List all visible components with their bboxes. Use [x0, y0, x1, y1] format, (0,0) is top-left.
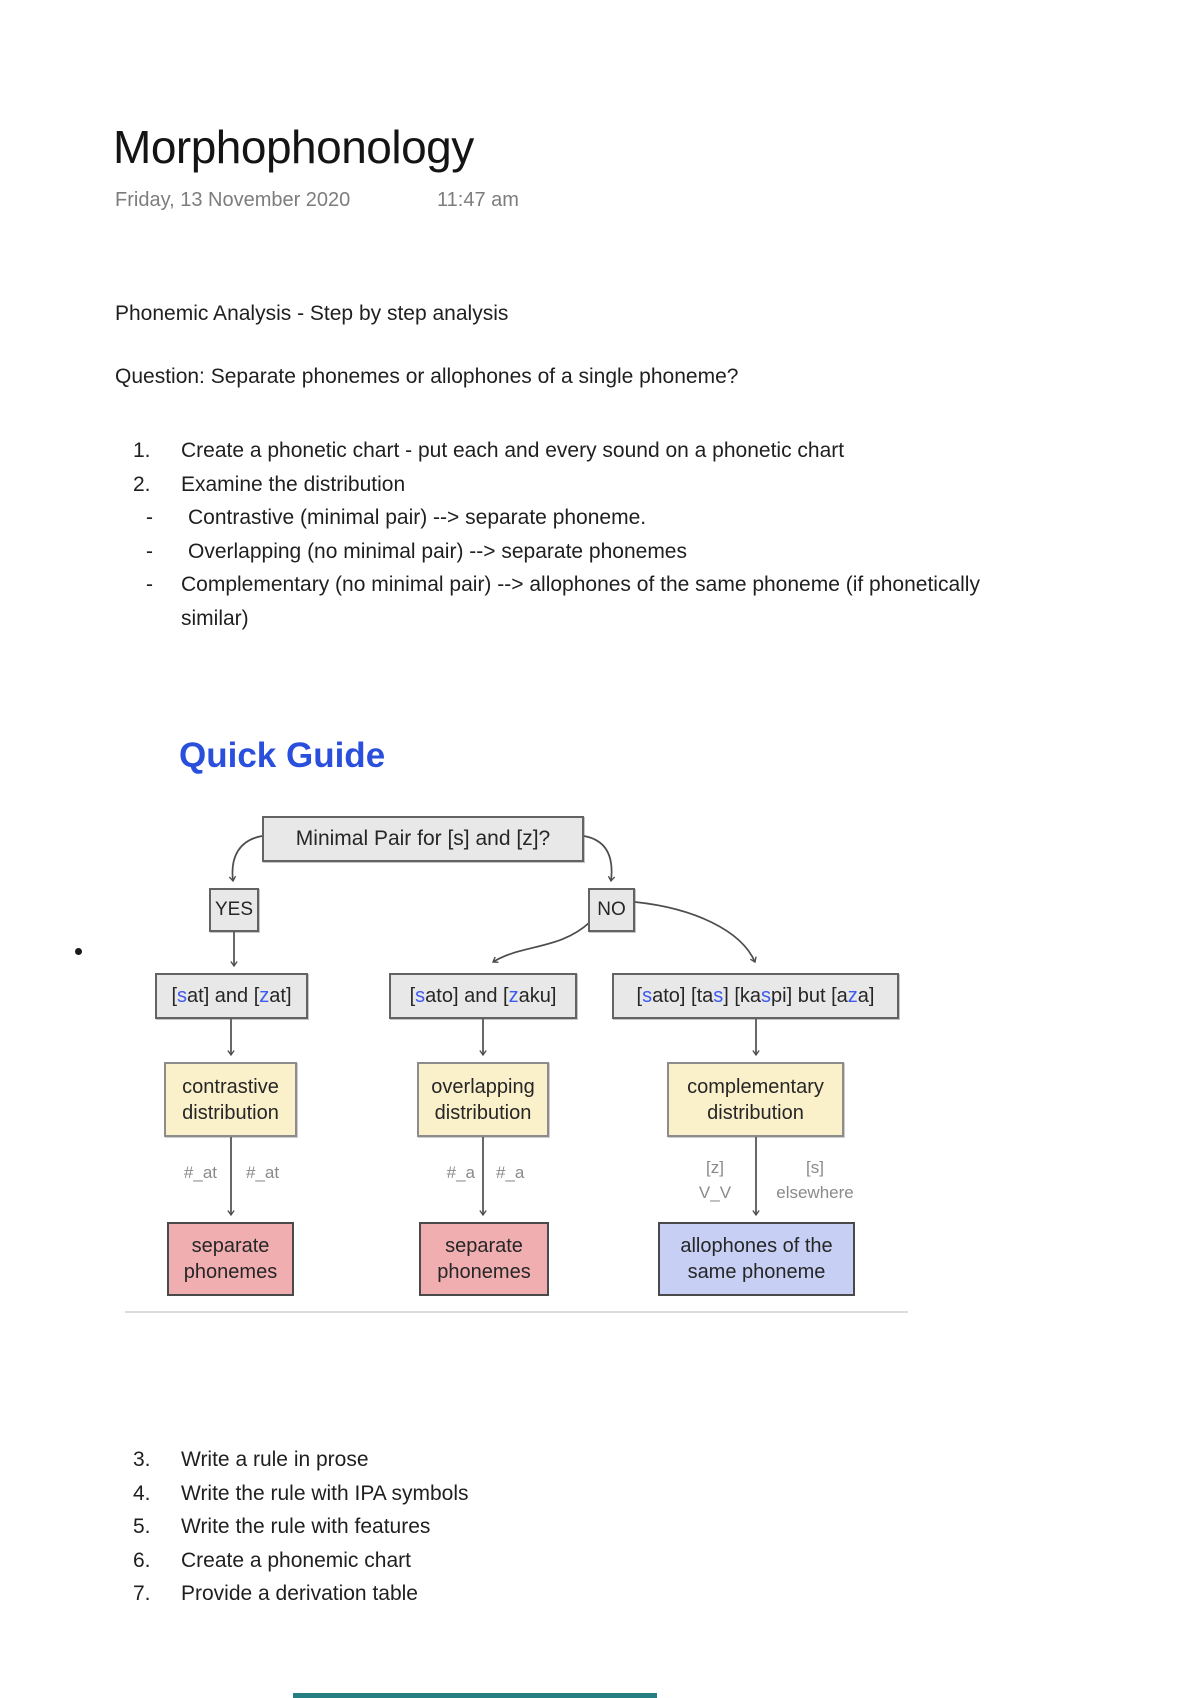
list-marker: 3.: [133, 1448, 151, 1471]
box-line: separate: [445, 1235, 523, 1257]
list-text: similar): [181, 606, 249, 630]
list-text: Write a rule in prose: [181, 1448, 369, 1471]
box-line: complementary: [687, 1075, 824, 1098]
list-marker: 5.: [133, 1515, 151, 1538]
list-item: 7. Provide a derivation table: [115, 1577, 915, 1611]
list-item: 6. Create a phonemic chart: [115, 1544, 915, 1578]
question-text: Question: Separate phonemes or allophone…: [115, 365, 739, 388]
flowchart-complementary-distribution: complementary distribution: [667, 1062, 844, 1137]
environment-label: [s] elsewhere: [770, 1155, 860, 1205]
list-marker: 7.: [133, 1582, 151, 1605]
arrow-root-to-no: [583, 835, 616, 883]
box-line: same phoneme: [687, 1261, 826, 1283]
flowchart-overlapping-distribution: overlapping distribution: [417, 1062, 549, 1137]
box-line: overlapping: [431, 1075, 535, 1098]
list-marker: 1.: [133, 439, 151, 462]
list-text: Overlapping (no minimal pair) --> separa…: [188, 539, 687, 563]
list-item: 1. Create a phonetic chart - put each an…: [115, 434, 1200, 468]
environment-label: #_a: [496, 1163, 525, 1182]
flowchart-result-allophones: allophones of the same phoneme: [658, 1222, 855, 1296]
list-item: - Complementary (no minimal pair) --> al…: [115, 568, 1200, 602]
list-item-continued: similar): [115, 602, 1200, 636]
box-line: phonemes: [183, 1261, 278, 1283]
list-text: Examine the distribution: [181, 472, 406, 496]
list-item: - Overlapping (no minimal pair) --> sepa…: [115, 535, 1200, 569]
flowchart-yes-node: YES: [209, 888, 259, 932]
list-marker: 4.: [133, 1481, 151, 1505]
flowchart-no-node: NO: [588, 888, 635, 932]
env-line: elsewhere: [776, 1183, 854, 1202]
list-text: Write the rule with features: [181, 1515, 431, 1538]
note-time: 11:47 am: [437, 189, 519, 211]
list-item: - Contrastive (minimal pair) --> separat…: [115, 501, 1200, 535]
box-line: distribution: [434, 1101, 532, 1124]
flowchart-result-separate-phonemes-2: separate phonemes: [419, 1222, 549, 1296]
box-line: separate: [191, 1235, 270, 1257]
list-text: Create a phonemic chart: [181, 1548, 411, 1572]
arrow-no-to-example2: [491, 921, 591, 963]
list-text: Create a phonetic chart - put each and e…: [181, 439, 845, 462]
environment-label: [z] V_V: [680, 1155, 750, 1205]
environment-label: #_at: [183, 1163, 217, 1182]
box-line: contrastive: [182, 1075, 279, 1098]
section-heading: Phonemic Analysis - Step by step analysi…: [115, 302, 509, 325]
env-line: [s]: [806, 1158, 824, 1177]
list-item: 2. Examine the distribution: [115, 468, 1200, 502]
flowchart-contrastive-distribution: contrastive distribution: [164, 1062, 297, 1137]
list-item: 4. Write the rule with IPA symbols: [115, 1477, 915, 1511]
list-item: 3. Write a rule in prose: [115, 1443, 915, 1477]
list-marker: -: [146, 573, 153, 596]
box-line: distribution: [707, 1101, 804, 1124]
steps-list-top: 1. Create a phonetic chart - put each an…: [115, 434, 1200, 635]
section-divider: [125, 1311, 908, 1313]
page-title: Morphophonology: [113, 121, 474, 173]
flowchart-root-question: Minimal Pair for [s] and [z]?: [262, 816, 584, 862]
env-line: V_V: [698, 1183, 732, 1202]
list-marker: -: [146, 539, 153, 563]
list-marker: -: [146, 506, 153, 529]
environment-label: #_a: [446, 1163, 475, 1182]
note-date: Friday, 13 November 2020: [115, 189, 351, 211]
list-text: Provide a derivation table: [181, 1582, 418, 1605]
environment-label: #_at: [246, 1163, 280, 1182]
list-text: Write the rule with IPA symbols: [181, 1481, 469, 1505]
box-line: phonemes: [437, 1261, 531, 1283]
list-item: 5. Write the rule with features: [115, 1510, 915, 1544]
list-text: Contrastive (minimal pair) --> separate …: [188, 506, 647, 529]
stray-bullet: [75, 948, 82, 955]
list-text: Complementary (no minimal pair) --> allo…: [181, 573, 980, 596]
box-line: allophones of the: [680, 1235, 833, 1257]
arrow-root-to-yes: [228, 835, 263, 883]
date-line: Friday, 13 November 2020 11:47 am: [115, 189, 715, 215]
env-line: [z]: [706, 1158, 724, 1177]
diagram-title: Quick Guide: [179, 736, 386, 775]
list-marker: 6.: [133, 1548, 151, 1572]
steps-list-bottom: 3. Write a rule in prose 4. Write the ru…: [115, 1443, 915, 1611]
bottom-content-edge: [293, 1693, 657, 1698]
arrow-no-to-example3: [634, 901, 757, 964]
flowchart-result-separate-phonemes-1: separate phonemes: [167, 1222, 294, 1296]
list-marker: 2.: [133, 472, 151, 496]
box-line: distribution: [182, 1101, 279, 1124]
